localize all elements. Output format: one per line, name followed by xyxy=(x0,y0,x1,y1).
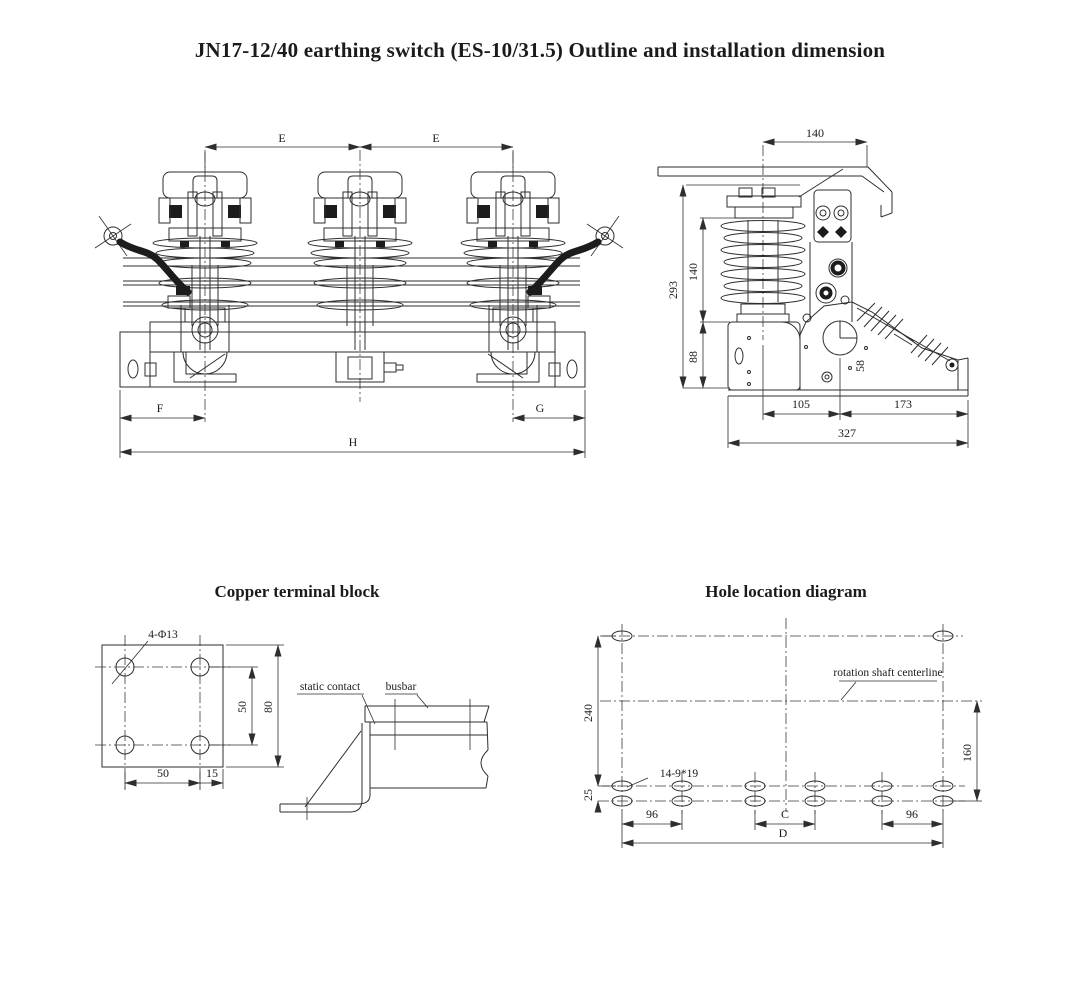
dim-label-140-ins: 140 xyxy=(686,263,700,281)
dim-label-15: 15 xyxy=(206,766,218,780)
copper-terminal-drawing: 4-Φ13 50 80 50 15 static contact busbar xyxy=(95,629,490,820)
dim-label-96-right: 96 xyxy=(906,807,918,821)
dim-label-25: 25 xyxy=(581,789,595,801)
label-busbar: busbar xyxy=(386,681,417,693)
side-insulator xyxy=(720,220,806,323)
left-terminal xyxy=(94,215,192,309)
copper-terminal-heading: Copper terminal block xyxy=(214,582,380,601)
dim-label-105: 105 xyxy=(792,397,810,411)
side-view-drawing: 140 xyxy=(657,126,969,448)
dim-label-50v: 50 xyxy=(235,701,249,713)
dim-label-293: 293 xyxy=(666,281,680,299)
dim-label-d: D xyxy=(779,826,788,840)
dim-label-c: C xyxy=(781,807,789,821)
dim-label-140-top: 140 xyxy=(806,126,824,140)
right-terminal xyxy=(526,215,624,309)
spring-assembly xyxy=(856,302,959,372)
label-4-phi13: 4-Φ13 xyxy=(148,629,178,641)
dim-label-e1: E xyxy=(278,131,285,145)
busbar-drawing xyxy=(364,699,490,789)
hole-location-drawing: rotation shaft centerline 14-9*19 240 25… xyxy=(581,618,982,848)
hole-location-heading: Hole location diagram xyxy=(705,582,867,601)
page-title: JN17-12/40 earthing switch (ES-10/31.5) … xyxy=(194,38,886,62)
label-static-contact: static contact xyxy=(300,681,361,693)
dim-label-88: 88 xyxy=(686,351,700,363)
front-view-drawing: E E xyxy=(94,131,624,458)
dim-label-h: H xyxy=(349,435,358,449)
dim-label-50h: 50 xyxy=(157,766,169,780)
dim-label-f: F xyxy=(157,401,164,415)
static-contact-bracket xyxy=(279,723,371,820)
dim-label-e2: E xyxy=(432,131,439,145)
dim-label-160: 160 xyxy=(960,744,974,762)
dim-label-240: 240 xyxy=(581,704,595,722)
dim-label-173: 173 xyxy=(894,397,912,411)
dim-label-g: G xyxy=(536,401,545,415)
label-rotation-centerline: rotation shaft centerline xyxy=(833,667,942,679)
dim-label-327: 327 xyxy=(838,426,856,440)
dim-label-96-left: 96 xyxy=(646,807,658,821)
dim-label-80: 80 xyxy=(261,701,275,713)
dim-label-58: 58 xyxy=(853,360,867,372)
label-slot-spec: 14-9*19 xyxy=(660,768,699,780)
